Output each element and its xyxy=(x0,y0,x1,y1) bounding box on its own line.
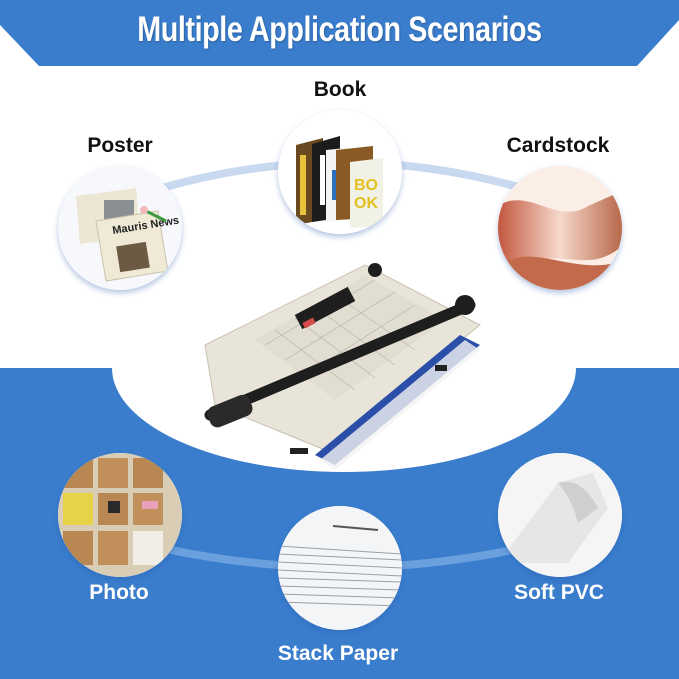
books-icon: BO OK xyxy=(278,110,402,234)
svg-text:BO: BO xyxy=(354,177,378,194)
label-cardstock: Cardstock xyxy=(506,134,610,157)
label-soft-pvc: Soft PVC xyxy=(514,581,604,604)
title-banner xyxy=(0,0,679,66)
scenario-book: BO OK xyxy=(278,110,402,234)
photo-wall-icon xyxy=(58,453,182,577)
newspaper-icon: Mauris News xyxy=(58,166,182,290)
scenario-poster: Mauris News xyxy=(58,166,182,290)
pvc-sheet-icon xyxy=(498,453,622,577)
paper-cutter-image xyxy=(204,263,481,470)
cutter-handle xyxy=(204,299,476,421)
label-stack-paper: Stack Paper xyxy=(277,642,399,665)
paper-stack-icon xyxy=(278,506,402,630)
scenario-cardstock xyxy=(498,166,622,290)
label-poster: Poster xyxy=(87,134,153,157)
page-title: Multiple Application Scenarios xyxy=(137,10,542,49)
svg-text:OK: OK xyxy=(354,195,378,212)
scenario-soft-pvc xyxy=(498,453,622,577)
scenario-stack-paper xyxy=(278,506,402,630)
label-book: Book xyxy=(313,78,367,101)
copper-sheet-icon xyxy=(498,166,622,290)
scenario-photo xyxy=(58,453,182,577)
label-photo: Photo xyxy=(89,581,149,604)
